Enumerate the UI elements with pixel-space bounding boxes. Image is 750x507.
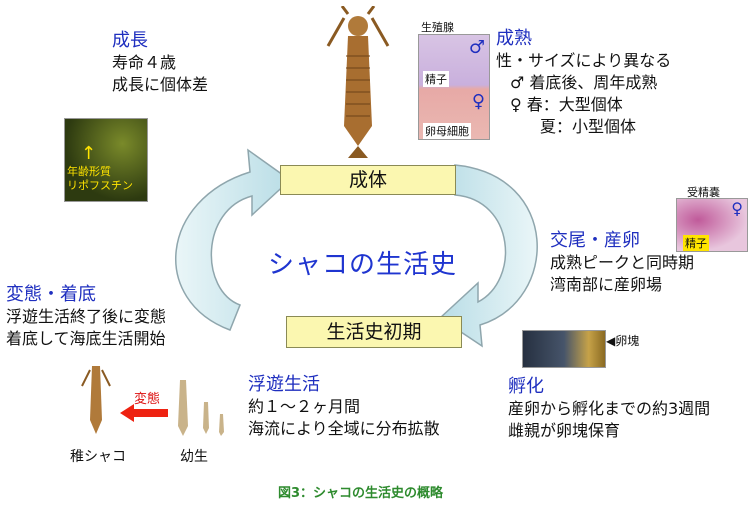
lipofuscin-label: 年齢形質 リポフスチン	[67, 165, 133, 192]
larva-label: 幼生	[180, 449, 208, 465]
gonad-label: 生殖腺	[421, 21, 454, 34]
adult-box: 成体	[280, 165, 456, 195]
egg-mass-label: ◀卵塊	[606, 334, 640, 348]
metamorphosis-arrow-icon	[120, 404, 168, 422]
hatching-block: 孵化 産卵から孵化までの約3週間 雌親が卵塊保育	[508, 376, 710, 442]
diagram-title: シャコの生活史	[268, 250, 458, 280]
maturation-line4: 夏：小型個体	[540, 117, 637, 136]
oocyte-label: 卵母細胞	[423, 123, 471, 139]
sperm-label: 精子	[423, 71, 449, 87]
mating-heading: 交尾・産卵	[550, 230, 640, 251]
mating-block: 交尾・産卵 成熟ピークと同時期 湾南部に産卵場	[550, 230, 694, 296]
receptacle-sperm-label: 精子	[683, 235, 709, 251]
maturation-line1: 性・サイズにより異なる	[496, 51, 672, 70]
early-stage-box-label: 生活史初期	[326, 321, 422, 343]
larva-image	[178, 380, 224, 436]
hatching-line1: 産卵から孵化までの約3週間	[508, 399, 711, 418]
juvenile-shrimp-image	[81, 366, 111, 434]
mating-line2: 湾南部に産卵場	[550, 275, 663, 294]
maturation-heading: 成熟	[496, 28, 532, 49]
metamorphosis-arrow-label: 変態	[134, 392, 161, 407]
juvenile-label: 稚シャコ	[70, 449, 126, 465]
mating-line1: 成熟ピークと同時期	[550, 253, 695, 272]
metamorphosis-line2: 着底して海底生活開始	[6, 329, 166, 348]
lipofuscin-arrow-icon: ↑	[81, 143, 97, 164]
egg-mass-photo	[522, 330, 606, 368]
early-stage-box: 生活史初期	[286, 316, 462, 348]
growth-block: 成長 寿命４歳 成長に個体差	[112, 30, 208, 96]
maturation-line3: ♀ 春：大型個体	[510, 95, 623, 114]
planktonic-line2: 海流により全域に分布拡散	[248, 419, 440, 438]
gonad-photo: 生殖腺 ♂ 精子 ♀ 卵母細胞	[418, 21, 490, 140]
growth-line1: 寿命４歳	[112, 53, 177, 72]
adult-box-label: 成体	[348, 169, 387, 191]
arrow-left-arc	[175, 148, 292, 331]
metamorphosis-block: 変態・着底 浮遊生活終了後に変態 着底して海底生活開始	[6, 284, 166, 350]
planktonic-heading: 浮遊生活	[248, 374, 320, 395]
maturation-block: 成熟 性・サイズにより異なる ♂ 着底後、周年成熟 ♀ 春：大型個体 夏：小型個…	[496, 28, 671, 138]
planktonic-block: 浮遊生活 約１～２ヶ月間 海流により全域に分布拡散	[248, 374, 440, 440]
receptacle-female-icon: ♀	[731, 199, 743, 218]
female-symbol-icon: ♀	[471, 91, 485, 112]
hatching-heading: 孵化	[508, 376, 544, 397]
metamorphosis-line1: 浮遊生活終了後に変態	[6, 307, 167, 326]
metamorphosis-heading: 変態・着底	[6, 284, 96, 305]
seminal-receptacle-photo: 受精嚢 ♀ 精子	[676, 186, 748, 252]
lipofuscin-photo: ↑ 年齢形質 リポフスチン	[64, 118, 148, 202]
arrow-right-arc	[438, 164, 538, 348]
growth-line2: 成長に個体差	[112, 75, 209, 94]
growth-heading: 成長	[112, 30, 148, 51]
figure-caption: 図3：シャコの生活史の概略	[278, 486, 444, 501]
planktonic-line1: 約１～２ヶ月間	[248, 397, 361, 416]
hatching-line2: 雌親が卵塊保育	[508, 421, 621, 440]
adult-mantis-shrimp-image	[326, 6, 390, 158]
male-symbol-icon: ♂	[468, 37, 485, 58]
receptacle-label: 受精嚢	[687, 186, 720, 199]
egg-mass-arrow-icon: ◀	[606, 334, 616, 348]
maturation-line2: ♂ 着底後、周年成熟	[510, 73, 658, 92]
